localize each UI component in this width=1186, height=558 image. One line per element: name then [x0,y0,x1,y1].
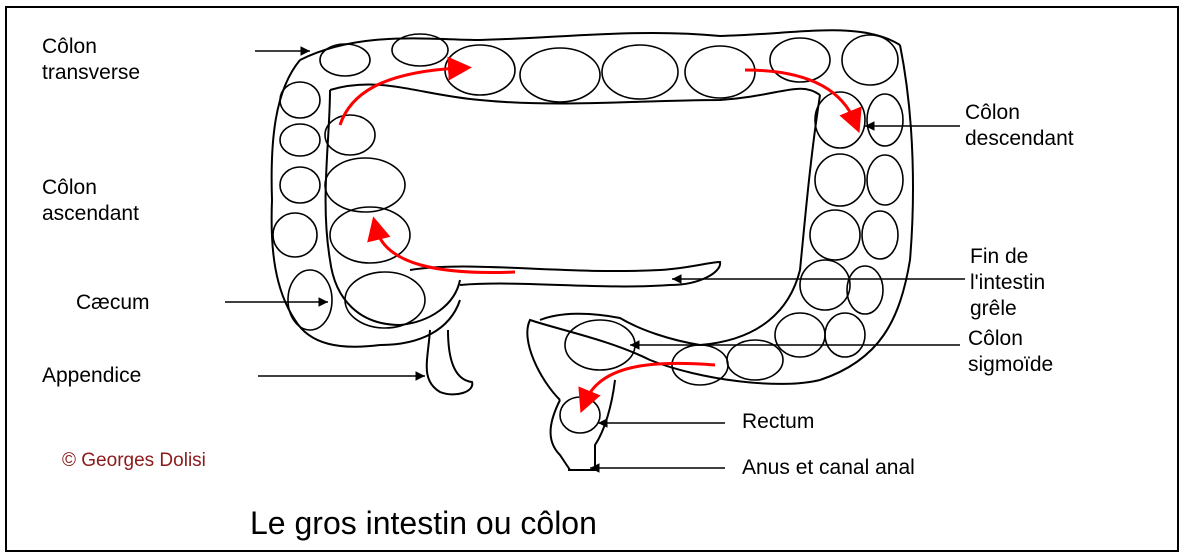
label-fin-intestin-line1: Fin de [970,244,1045,270]
colon-outline [272,30,913,470]
leader-lines [225,51,965,468]
label-colon-descendant-line1: Côlon [965,100,1074,126]
label-colon-transverse: Côlon transverse [42,34,140,86]
flow-arrows [340,68,855,402]
label-appendice: Appendice [42,363,141,389]
label-colon-descendant: Côlon descendant [965,100,1074,152]
label-colon-descendant-line2: descendant [965,126,1074,152]
colon-haustra [273,34,903,433]
label-colon-sigmoide-line1: Côlon [968,326,1053,352]
label-colon-ascendant-line1: Côlon [42,175,139,201]
label-rectum: Rectum [742,409,814,435]
copyright-credit: © Georges Dolisi [62,450,206,472]
label-colon-ascendant-line2: ascendant [42,201,139,227]
label-anus-canal-anal: Anus et canal anal [742,455,915,481]
diagram-title: Le gros intestin ou côlon [250,505,597,542]
label-colon-sigmoide: Côlon sigmoïde [968,326,1053,378]
label-colon-ascendant: Côlon ascendant [42,175,139,227]
label-colon-sigmoide-line2: sigmoïde [968,352,1053,378]
label-fin-intestin-grele: Fin de l'intestin grêle [970,244,1045,322]
label-fin-intestin-line3: grêle [970,296,1045,322]
label-fin-intestin-line2: l'intestin [970,270,1045,296]
label-colon-transverse-line2: transverse [42,60,140,86]
label-colon-transverse-line1: Côlon [42,34,140,60]
label-caecum: Cæcum [76,290,150,316]
